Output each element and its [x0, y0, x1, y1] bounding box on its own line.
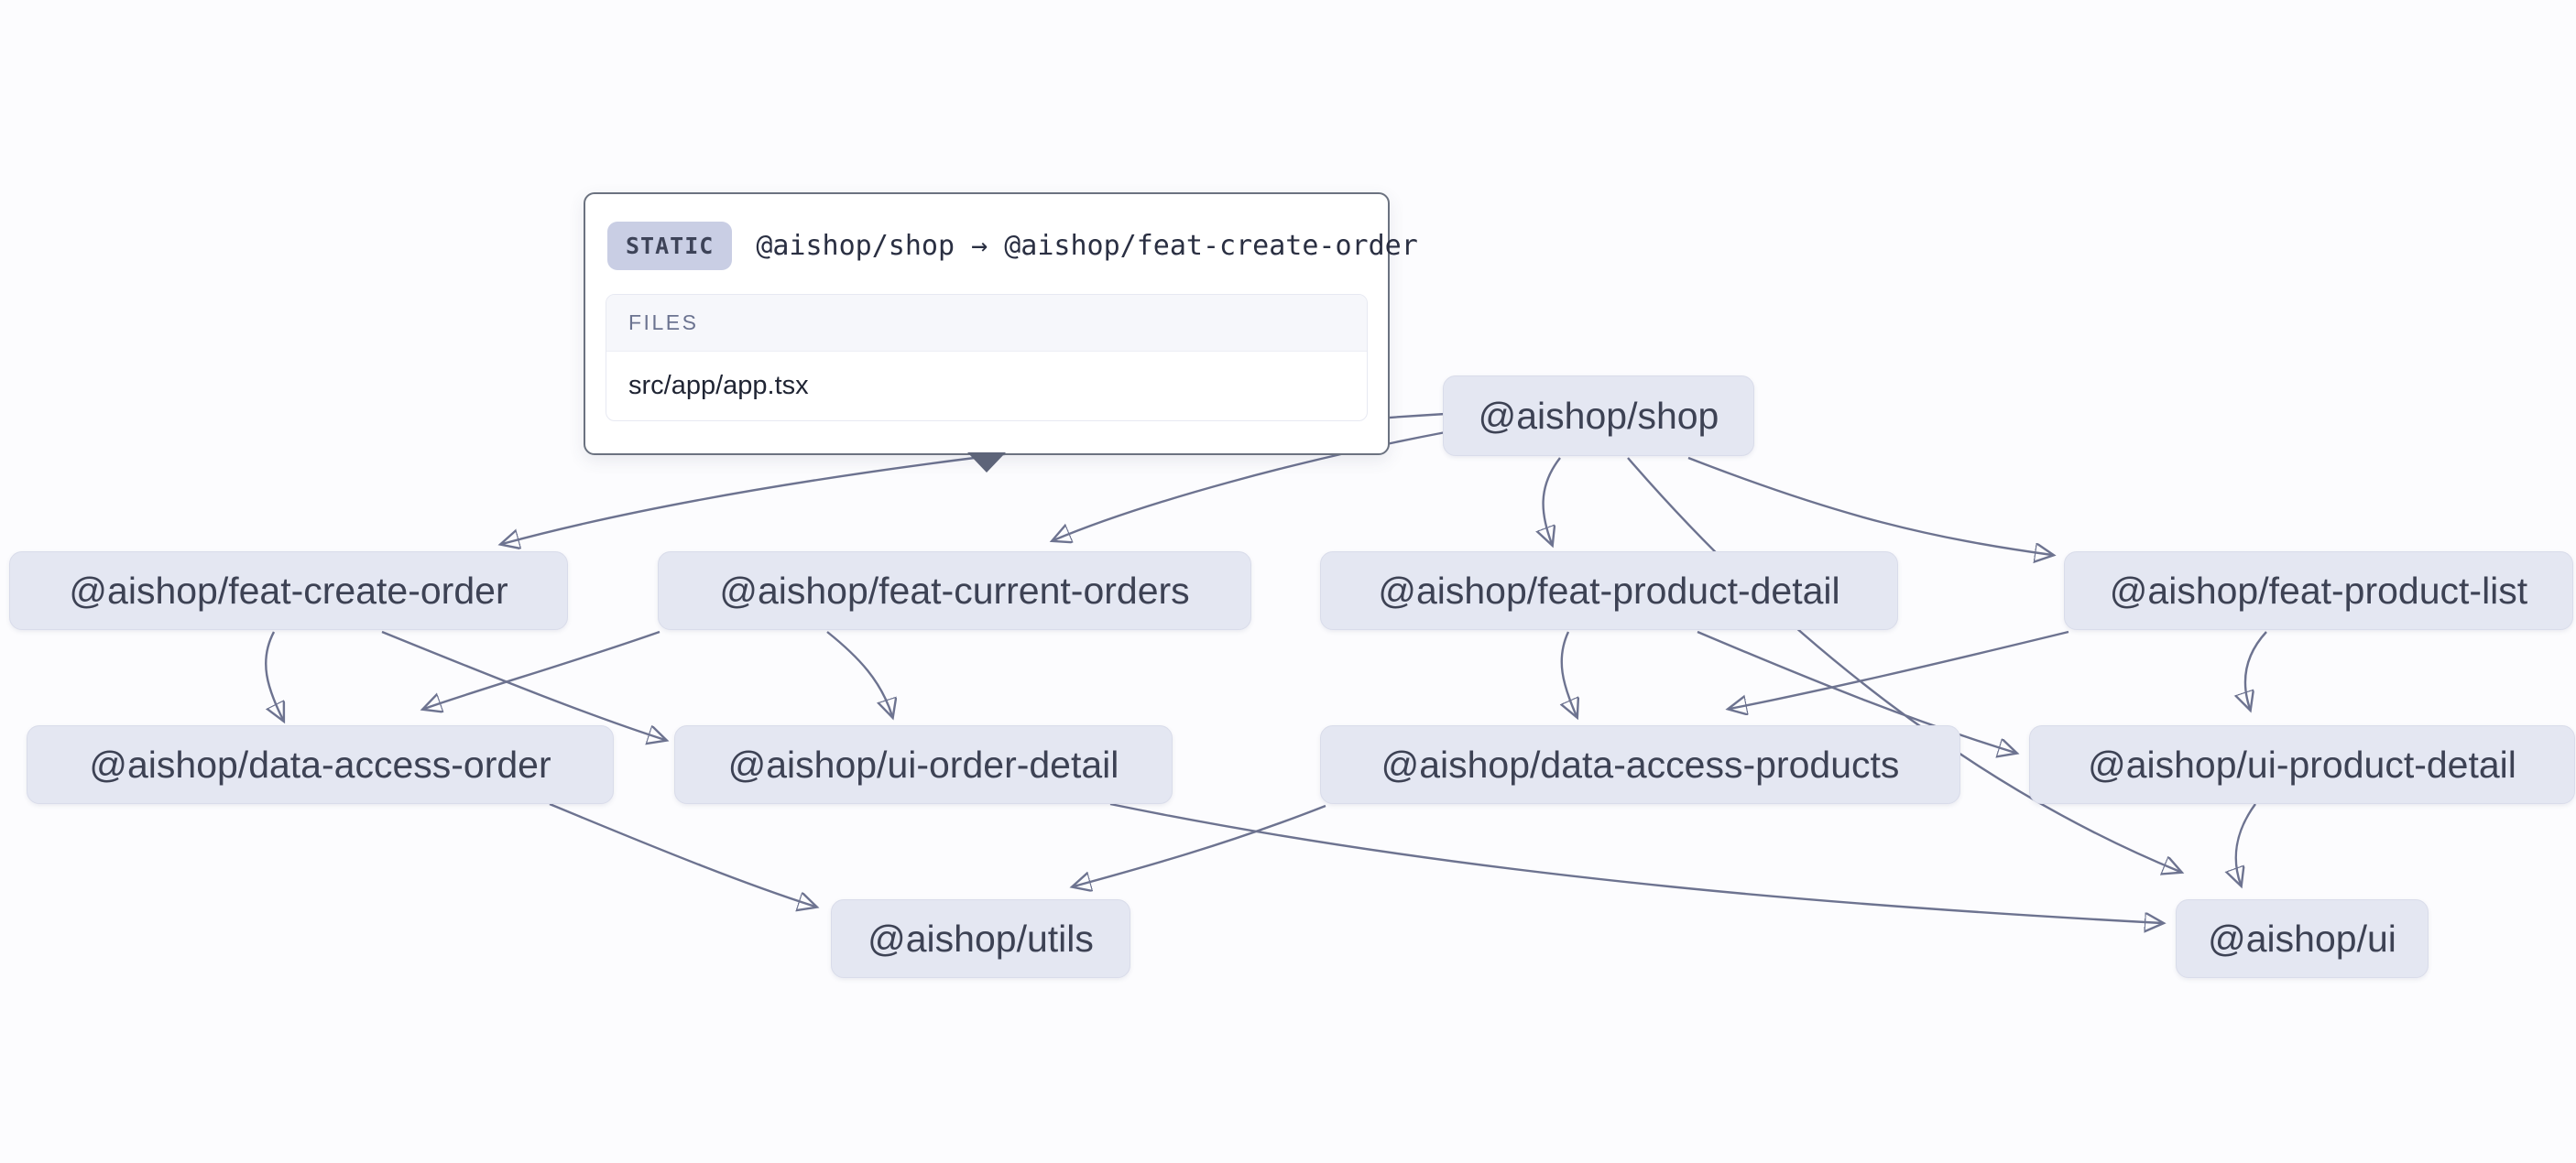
node-feat-product-list[interactable]: @aishop/feat-product-list: [2064, 551, 2573, 630]
edge-feat-product-list-to-ui-product-detail[interactable]: [2245, 631, 2267, 709]
node-feat-current-orders[interactable]: @aishop/feat-current-orders: [658, 551, 1251, 630]
edge-ui-order-detail-to-ui[interactable]: [1109, 802, 2162, 923]
edge-data-access-order-to-utils[interactable]: [549, 802, 815, 907]
edge-feat-create-order-to-ui-order-detail[interactable]: [381, 630, 665, 740]
edge-shop-to-feat-product-list[interactable]: [1687, 456, 2052, 555]
edge-ui-product-detail-to-ui[interactable]: [2236, 803, 2256, 885]
node-utils[interactable]: @aishop/utils: [831, 899, 1130, 978]
edge-data-access-products-to-utils[interactable]: [1074, 804, 1326, 886]
file-row[interactable]: src/app/app.tsx: [628, 371, 809, 400]
node-data-access-order[interactable]: @aishop/data-access-order: [27, 725, 614, 804]
edge-shop-to-ui[interactable]: [1627, 457, 2180, 872]
edge-label: @aishop/shop → @aishop/feat-create-order: [756, 230, 1418, 262]
edge-shop-to-feat-product-detail[interactable]: [1544, 457, 1561, 544]
edge-feat-product-detail-to-ui-product-detail[interactable]: [1697, 630, 2015, 753]
node-feat-create-order[interactable]: @aishop/feat-create-order: [9, 551, 568, 630]
node-ui-product-detail[interactable]: @aishop/ui-product-detail: [2029, 725, 2575, 804]
node-ui[interactable]: @aishop/ui: [2176, 899, 2429, 978]
edge-feat-current-orders-to-ui-order-detail[interactable]: [826, 631, 892, 716]
files-panel: FILES src/app/app.tsx: [606, 294, 1368, 421]
files-panel-header: FILES: [606, 295, 1367, 352]
node-feat-product-detail[interactable]: @aishop/feat-product-detail: [1320, 551, 1898, 630]
edge-feat-current-orders-to-data-access-order[interactable]: [424, 630, 660, 709]
edge-feat-create-order-to-data-access-order[interactable]: [266, 631, 283, 720]
tooltip-caret-icon: [967, 452, 1006, 473]
edge-tooltip: STATIC @aishop/shop → @aishop/feat-creat…: [584, 192, 1418, 473]
edge-type-badge: STATIC: [607, 222, 733, 270]
node-shop[interactable]: @aishop/shop: [1443, 375, 1754, 456]
node-data-access-products[interactable]: @aishop/data-access-products: [1320, 725, 1960, 804]
node-ui-order-detail[interactable]: @aishop/ui-order-detail: [674, 725, 1173, 804]
edge-feat-product-list-to-data-access-products[interactable]: [1730, 630, 2069, 709]
tooltip-header: STATIC @aishop/shop → @aishop/feat-creat…: [607, 222, 1418, 270]
edge-feat-product-detail-to-data-access-products[interactable]: [1562, 631, 1577, 716]
